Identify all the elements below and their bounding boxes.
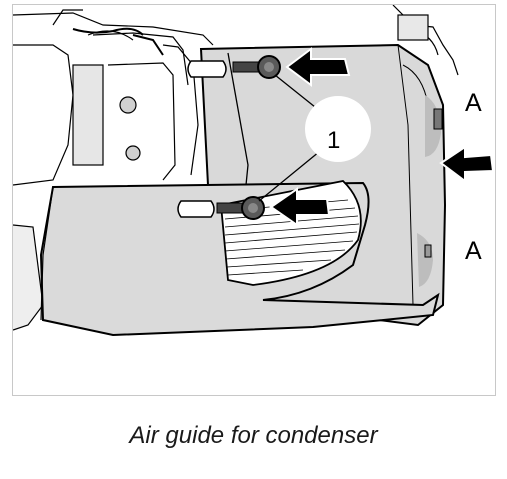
- figure-caption: Air guide for condenser: [129, 422, 378, 449]
- engine-bay-background: [13, 5, 459, 331]
- upper-bolt: [232, 55, 281, 79]
- arrow-lower-bolt-icon: [269, 187, 331, 227]
- lower-bolt-slot: [177, 200, 215, 218]
- side-label-top: A: [465, 89, 482, 117]
- callout-disc: [305, 96, 371, 162]
- upper-bolt-slot: [187, 60, 227, 78]
- arrow-upper-bolt-icon: [285, 47, 351, 87]
- illustration-frame: 1 A A: [12, 4, 496, 396]
- side-label-bottom: A: [465, 237, 482, 265]
- callout-number: 1: [327, 127, 341, 154]
- arrow-side-clip-icon: [439, 145, 495, 183]
- air-guide-illustration: [13, 5, 495, 337]
- side-clip: [433, 108, 443, 130]
- callout-leader-lower: [258, 146, 326, 202]
- lower-bolt: [216, 196, 265, 220]
